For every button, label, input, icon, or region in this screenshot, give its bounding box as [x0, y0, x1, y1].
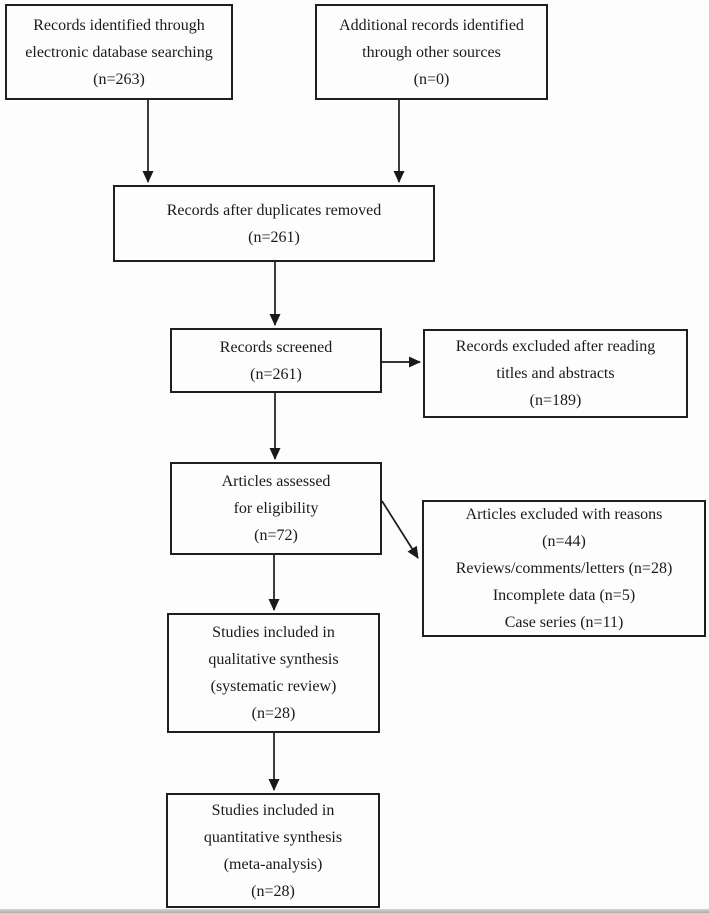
box-line: Articles excluded with reasons: [465, 506, 663, 523]
box-line: Case series (n=11): [504, 614, 624, 631]
box-line: Reviews/comments/letters (n=28): [455, 560, 673, 577]
box-line: Articles assessed: [221, 473, 331, 490]
box-line: Additional records identified: [339, 16, 524, 34]
box-articles-excluded-with-reasons: Articles excluded with reasons (n=44) Re…: [422, 500, 706, 637]
box-line: Studies included in: [212, 624, 335, 641]
box-line: Studies included in: [211, 801, 335, 819]
box-articles-assessed-eligibility: Articles assessed for eligibility (n=72): [170, 462, 382, 555]
box-line: for eligibility: [233, 500, 319, 517]
box-line: (n=263): [93, 70, 145, 88]
box-line: Records screened: [219, 338, 333, 356]
box-line: (n=261): [248, 228, 300, 246]
box-line: (n=189): [529, 392, 582, 409]
box-line: titles and abstracts: [496, 365, 615, 382]
box-line: (n=72): [254, 527, 298, 544]
box-records-identified-other-sources: Additional records identified through ot…: [315, 4, 548, 100]
image-bottom-edge: [0, 909, 709, 913]
box-line: electronic database searching: [25, 43, 213, 61]
box-line: (n=28): [251, 705, 296, 722]
box-line: qualitative synthesis: [208, 651, 339, 668]
box-line: Records after duplicates removed: [166, 201, 382, 219]
box-qualitative-synthesis: Studies included in qualitative synthesi…: [167, 613, 380, 733]
box-line: through other sources: [362, 43, 501, 61]
box-line: (meta-analysis): [223, 855, 323, 873]
box-quantitative-synthesis: Studies included in quantitative synthes…: [166, 793, 380, 908]
box-records-identified-database: Records identified through electronic da…: [5, 4, 233, 100]
box-records-screened: Records screened (n=261): [170, 328, 382, 393]
box-line: Records excluded after reading: [455, 338, 656, 355]
box-line: Records identified through: [33, 16, 205, 34]
box-line: (n=261): [250, 365, 302, 383]
box-line: (systematic review): [210, 678, 337, 695]
box-line: Incomplete data (n=5): [492, 587, 636, 604]
box-line: (n=44): [542, 533, 586, 550]
arrow-assessed-to-excluded-reasons: [381, 500, 419, 559]
box-line: (n=28): [251, 882, 295, 900]
box-line: quantitative synthesis: [203, 828, 343, 846]
box-records-after-duplicates-removed: Records after duplicates removed (n=261): [113, 185, 435, 262]
box-records-excluded-titles-abstracts: Records excluded after reading titles an…: [423, 329, 688, 418]
box-line: (n=0): [413, 70, 450, 88]
